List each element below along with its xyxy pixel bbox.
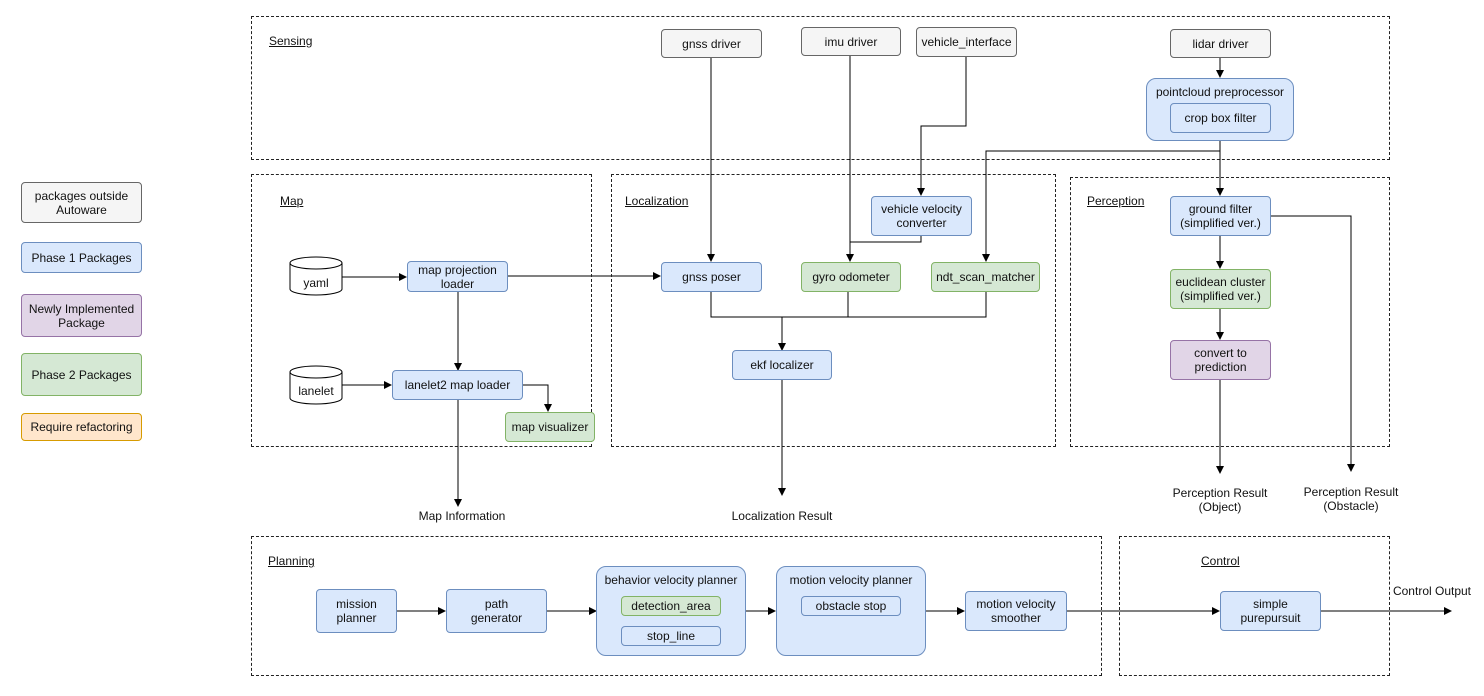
node-lanelet[interactable]: lanelet xyxy=(298,384,334,398)
edge-localizers-to-ekf xyxy=(710,292,987,350)
node-vehicle-velocity-converter[interactable]: vehicle velocity converter xyxy=(871,196,972,236)
output-control-output: Control Output xyxy=(1392,584,1472,598)
node-ekf-localizer[interactable]: ekf localizer xyxy=(732,350,832,380)
group-title-perception: Perception xyxy=(1087,194,1145,208)
group-title-planning: Planning xyxy=(268,554,315,568)
legend-phase-2-packages: Phase 2 Packages xyxy=(21,353,142,396)
node-path-generator[interactable]: path generator xyxy=(446,589,547,633)
node-map-projection-loader[interactable]: map projection loader xyxy=(407,261,508,292)
edge-velocity-converter-to-gyro-odometer xyxy=(850,236,922,243)
edge-ground-filter-to-perception-obstacle xyxy=(1271,215,1355,472)
group-title-control: Control xyxy=(1201,554,1240,568)
group-title-localization: Localization xyxy=(625,194,689,208)
group-localization xyxy=(611,174,1056,447)
legend-packages-outside-autoware: packages outside Autoware xyxy=(21,182,142,223)
legend-newly-implemented-package: Newly Implemented Package xyxy=(21,294,142,337)
group-sensing xyxy=(251,16,1390,160)
group-map xyxy=(251,174,592,447)
node-obstacle-stop[interactable]: obstacle stop xyxy=(801,596,901,616)
node-imu-driver[interactable]: imu driver xyxy=(801,27,901,56)
output-localization-result: Localization Result xyxy=(731,509,833,523)
node-stop-line[interactable]: stop_line xyxy=(621,626,721,646)
node-convert-to-prediction[interactable]: convert to prediction xyxy=(1170,340,1271,380)
edge-preprocessor-to-ndt xyxy=(982,150,1220,262)
node-gnss-poser[interactable]: gnss poser xyxy=(661,262,762,292)
node-motion-velocity-smoother[interactable]: motion velocity smoother xyxy=(965,591,1067,631)
node-map-visualizer[interactable]: map visualizer xyxy=(505,412,595,442)
node-lidar-driver[interactable]: lidar driver xyxy=(1170,29,1271,58)
node-lanelet2-map-loader[interactable]: lanelet2 map loader xyxy=(392,370,523,400)
node-mission-planner[interactable]: mission planner xyxy=(316,589,397,633)
node-detection-area[interactable]: detection_area xyxy=(621,596,721,616)
node-gyro-odometer[interactable]: gyro odometer xyxy=(801,262,901,292)
group-control xyxy=(1119,536,1390,676)
node-ndt-scan-matcher[interactable]: ndt_scan_matcher xyxy=(931,262,1040,292)
group-perception xyxy=(1070,177,1390,447)
node-gnss-driver[interactable]: gnss driver xyxy=(661,29,762,58)
legend-phase-1-packages: Phase 1 Packages xyxy=(21,242,142,273)
output-map-information: Map Information xyxy=(418,509,506,523)
edge-lanelet2-to-map-visualizer xyxy=(523,384,552,412)
node-yaml[interactable]: yaml xyxy=(303,276,329,290)
node-ground-filter[interactable]: ground filter (simplified ver.) xyxy=(1170,196,1271,236)
output-perception-result-object: Perception Result (Object) xyxy=(1172,486,1268,514)
group-title-map: Map xyxy=(280,194,304,208)
group-planning xyxy=(251,536,1102,676)
edge-vehicle-interface-to-velocity-converter xyxy=(917,57,967,196)
output-perception-result-obstacle: Perception Result (Obstacle) xyxy=(1303,485,1399,513)
node-crop-box-filter[interactable]: crop box filter xyxy=(1170,103,1271,133)
node-simple-purepursuit[interactable]: simple purepursuit xyxy=(1220,591,1321,631)
group-title-sensing: Sensing xyxy=(269,34,313,48)
node-vehicle-interface[interactable]: vehicle_interface xyxy=(916,27,1017,57)
legend-require-refactoring: Require refactoring xyxy=(21,413,142,441)
node-euclidean-cluster[interactable]: euclidean cluster (simplified ver.) xyxy=(1170,269,1271,309)
